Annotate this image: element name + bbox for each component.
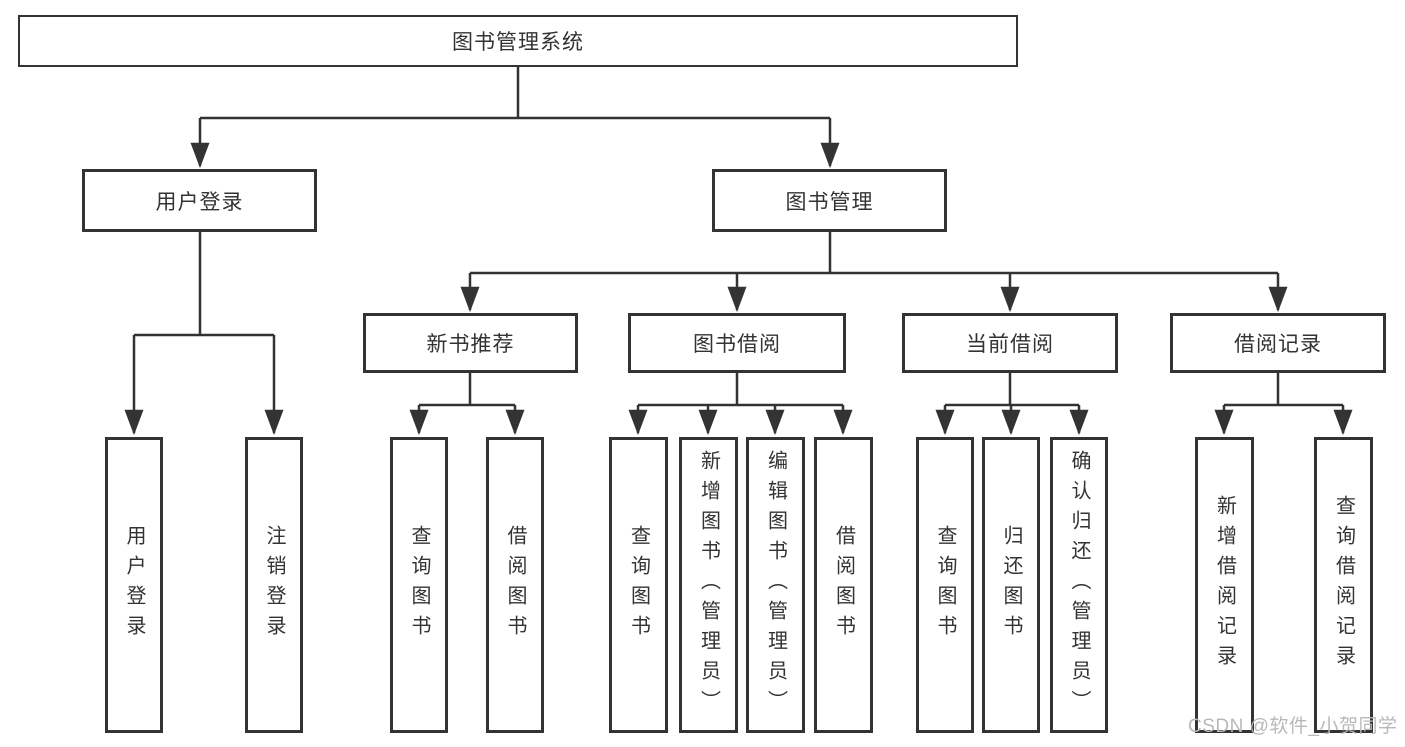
node-user-login: 用户登录 [82, 169, 317, 232]
node-library-management-system: 图书管理系统 [18, 15, 1018, 67]
node-label: 用户登录 [123, 525, 145, 645]
node-borrowing-records: 借阅记录 [1170, 313, 1386, 373]
node-label: 图书管理系统 [452, 31, 584, 54]
node-label: 注销登录 [263, 525, 285, 645]
node-label: 归还图书 [1000, 525, 1022, 645]
node-label: 借阅图书 [504, 525, 526, 645]
node-label: 编辑图书（管理员） [764, 450, 787, 720]
node-leaf-borrow-books-1: 借阅图书 [486, 437, 544, 733]
node-label: 查询图书 [934, 525, 956, 645]
node-label: 图书管理 [785, 190, 874, 214]
node-book-management: 图书管理 [712, 169, 947, 232]
node-new-book-recommendation: 新书推荐 [363, 313, 578, 373]
node-label: 用户登录 [155, 190, 244, 214]
node-label: 当前借阅 [966, 333, 1054, 356]
node-label: 确认归还（管理员） [1068, 450, 1090, 720]
watermark-text: CSDN @软件_小贺同学 [1188, 716, 1398, 737]
node-leaf-query-books-3: 查询图书 [916, 437, 974, 733]
node-leaf-confirm-return-admin: 确认归还（管理员） [1050, 437, 1108, 733]
node-label: 借阅记录 [1234, 333, 1322, 356]
node-leaf-return-books: 归还图书 [982, 437, 1040, 733]
node-leaf-query-books-2: 查询图书 [609, 437, 668, 733]
node-leaf-add-borrow-record: 新增借阅记录 [1195, 437, 1254, 733]
node-label: 图书借阅 [693, 333, 781, 356]
node-leaf-logout: 注销登录 [245, 437, 303, 733]
node-leaf-user-login: 用户登录 [105, 437, 163, 733]
node-leaf-query-borrow-record: 查询借阅记录 [1314, 437, 1373, 733]
node-current-borrowing: 当前借阅 [902, 313, 1118, 373]
node-label: 新增图书（管理员） [697, 450, 720, 720]
node-label: 查询图书 [627, 525, 650, 645]
node-label: 新书推荐 [426, 333, 515, 356]
node-label: 新增借阅记录 [1213, 495, 1236, 675]
node-label: 借阅图书 [832, 525, 855, 645]
node-leaf-query-books-1: 查询图书 [390, 437, 448, 733]
node-leaf-add-books-admin: 新增图书（管理员） [679, 437, 738, 733]
node-leaf-borrow-books-2: 借阅图书 [814, 437, 873, 733]
node-label: 查询借阅记录 [1332, 495, 1355, 675]
node-label: 查询图书 [408, 525, 430, 645]
node-book-borrowing: 图书借阅 [628, 313, 846, 373]
node-leaf-edit-books-admin: 编辑图书（管理员） [746, 437, 805, 733]
